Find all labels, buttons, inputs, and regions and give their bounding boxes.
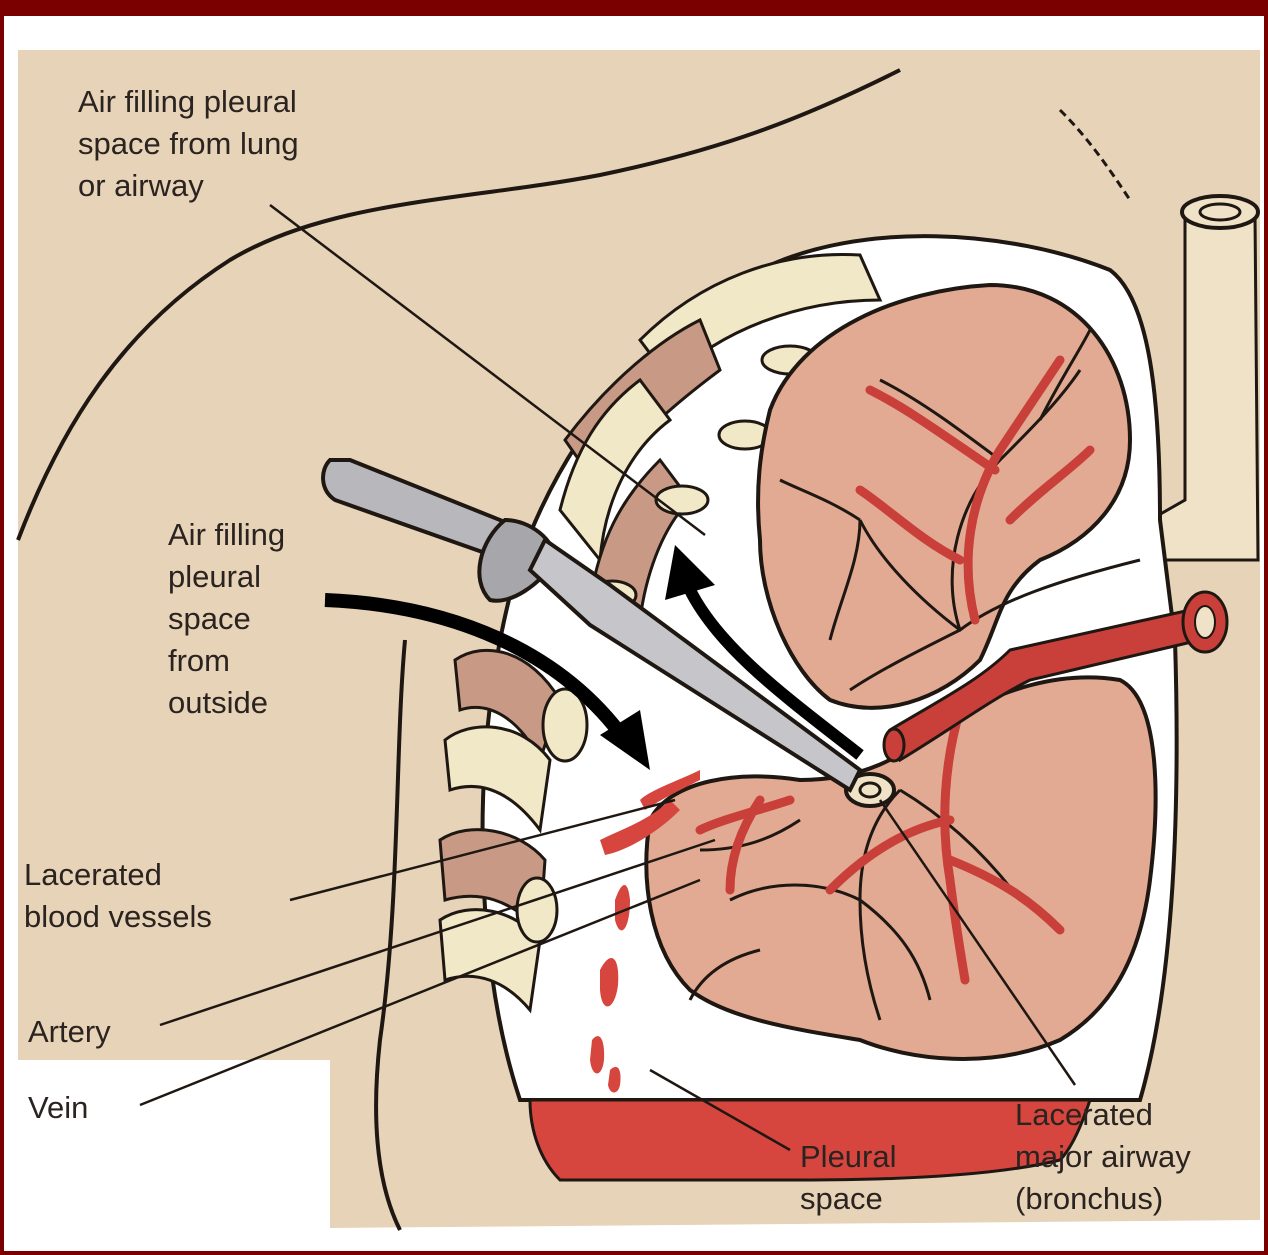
label-lacerated-airway-line: (bronchus) (1015, 1181, 1163, 1216)
label-pleural-space-line: space (800, 1181, 883, 1216)
label-air-from-outside-line: Air filling (168, 517, 285, 552)
label-lacerated-airway-line: major airway (1015, 1139, 1191, 1174)
label-artery: Artery (28, 1014, 111, 1049)
label-air-from-lung-line: space from lung (78, 126, 299, 161)
label-air-from-lung-line: or airway (78, 168, 204, 203)
label-lacerated-vessels-line: Lacerated (24, 857, 162, 892)
label-air-from-outside-line: from (168, 643, 230, 678)
label-air-from-outside-line: outside (168, 685, 268, 720)
label-lacerated-airway-line: Lacerated (1015, 1097, 1153, 1132)
label-vein: Vein (28, 1090, 88, 1125)
label-air-from-lung-line: Air filling pleural (78, 84, 297, 119)
label-air-from-outside-line: pleural (168, 559, 261, 594)
label-pleural-space-line: Pleural (800, 1139, 897, 1174)
label-air-from-outside-line: space (168, 601, 251, 636)
label-lacerated-vessels-line: blood vessels (24, 899, 212, 934)
